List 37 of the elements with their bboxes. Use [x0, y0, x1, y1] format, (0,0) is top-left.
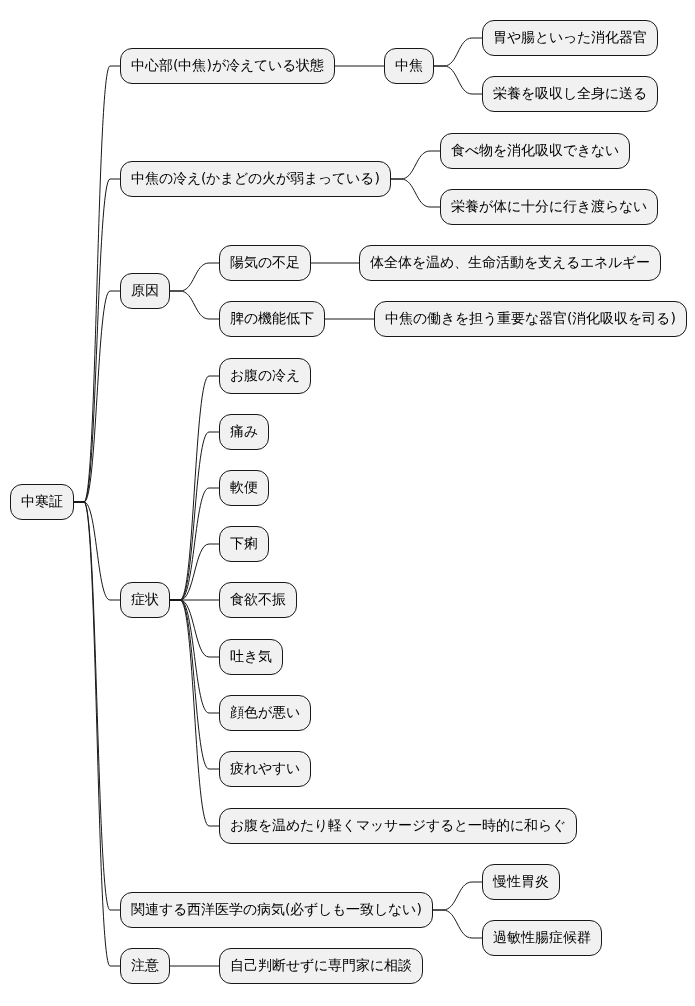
- topic-box: 食欲不振: [219, 582, 297, 618]
- topic-box: 自己判断せずに専門家に相談: [219, 948, 423, 984]
- topic-box: 中焦の冷え(かまどの火が弱まっている): [120, 161, 391, 197]
- topic-box: 注意: [120, 948, 170, 984]
- topic-box: 中心部(中焦)が冷えている状態: [120, 48, 335, 84]
- topic-box: 胃や腸といった消化器官: [482, 20, 658, 56]
- topic-box: 栄養が体に十分に行き渡らない: [440, 189, 658, 225]
- topic-box: お腹の冷え: [219, 358, 311, 394]
- connector-line: [310, 262, 360, 264]
- connector-line: [169, 290, 220, 320]
- connector-line: [334, 65, 385, 67]
- topic-box: 慢性胃炎: [482, 864, 560, 900]
- topic-box: 顔色が悪い: [219, 695, 311, 731]
- topic-box: 関連する西洋医学の病気(必ずしも一致しない): [120, 892, 433, 928]
- topic-box: 脾の機能低下: [219, 301, 325, 337]
- topic-box: お腹を温めたり軽くマッサージすると一時的に和らぐ: [219, 808, 577, 844]
- topic-box: 原因: [120, 273, 170, 309]
- topic-box: 体全体を温め、生命活動を支えるエネルギー: [359, 245, 661, 281]
- topic-box: 食べ物を消化吸収できない: [440, 133, 630, 169]
- topic-box: 軟便: [219, 470, 269, 506]
- topic-box: 中焦の働きを担う重要な器官(消化吸収を司る): [374, 301, 687, 337]
- topic-box: 吐き気: [219, 639, 283, 675]
- topic-box: 過敏性腸症候群: [482, 920, 602, 956]
- topic-box: 痛み: [219, 414, 269, 450]
- topic-box: 症状: [120, 582, 170, 618]
- connector-line: [433, 65, 483, 95]
- topic-box: 中寒証: [10, 484, 74, 520]
- topic-box: 栄養を吸収し全身に送る: [482, 76, 658, 112]
- connector-line: [169, 965, 220, 967]
- topic-box: 中焦: [384, 48, 434, 84]
- connector-line: [390, 178, 441, 208]
- topic-box: 疲れやすい: [219, 751, 311, 787]
- connector-line: [324, 318, 375, 320]
- connector-line: [432, 909, 483, 939]
- topic-box: 陽気の不足: [219, 245, 311, 281]
- topic-box: 下痢: [219, 526, 269, 562]
- connector-line: [169, 599, 220, 827]
